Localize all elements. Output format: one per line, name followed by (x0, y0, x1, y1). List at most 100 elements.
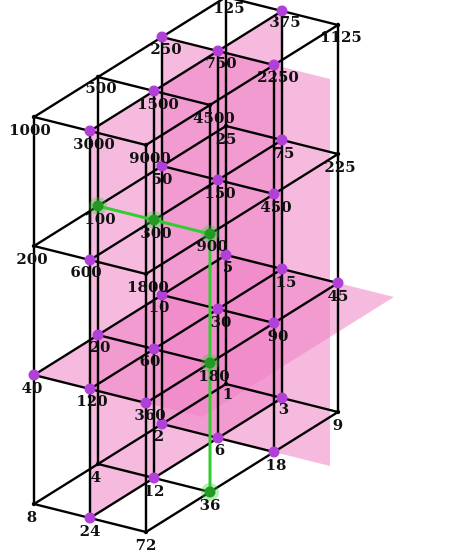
lattice-edge (216, 436, 276, 454)
lattice-edge (208, 450, 276, 494)
vertex-360 (140, 397, 152, 409)
vertex-40 (28, 369, 40, 381)
lattice-edge (32, 462, 100, 506)
vertex-label-250: 250 (150, 40, 181, 58)
path-vertex-100 (92, 200, 104, 212)
vertex-label-3: 3 (279, 400, 289, 418)
lattice-edge (96, 462, 156, 480)
vertex-label-5: 5 (223, 258, 233, 276)
vertex-9 (335, 409, 341, 415)
vertex-3000 (84, 125, 96, 137)
lattice-edge (224, 124, 284, 142)
vertex-labels: 1248361224918367251020401530601204590180… (9, 0, 362, 552)
vertex-label-20: 20 (90, 338, 111, 356)
vertex-45 (332, 277, 344, 289)
path-vertex-300 (148, 214, 160, 226)
vertex-20 (92, 329, 104, 341)
vertex-label-225: 225 (324, 158, 355, 176)
vertex-2 (156, 418, 168, 430)
lattice-edge (272, 281, 340, 325)
vertex-label-60: 60 (140, 352, 161, 370)
lattice-edge (160, 164, 220, 182)
lattice-edge (208, 192, 276, 236)
lattice-edge (160, 0, 224, 39)
lattice-edge (152, 178, 220, 222)
vertex-30 (212, 303, 224, 315)
lattice-edge (152, 307, 220, 351)
vertex-label-180: 180 (198, 367, 229, 385)
vertex-75 (276, 134, 288, 146)
lattice-edge (32, 373, 92, 391)
lattice-edge (160, 124, 228, 168)
lattice-edge (88, 387, 148, 405)
lattice-edge (280, 267, 340, 285)
vertex-1000 (31, 114, 37, 120)
vertex-label-1800: 1800 (127, 278, 169, 296)
vertex-8 (31, 501, 37, 507)
vertex-450 (268, 188, 280, 200)
lattice-edge (96, 164, 164, 208)
lattice-edge (88, 258, 148, 276)
plane-c1 (162, 37, 330, 466)
vertex-750 (212, 45, 224, 57)
vertex-4500 (207, 102, 213, 108)
vertex-label-125: 125 (213, 0, 244, 17)
vertex-label-25: 25 (216, 130, 237, 148)
lattice-edge (152, 89, 212, 107)
lattice-edge (280, 396, 340, 414)
vertex-label-4: 4 (91, 468, 101, 486)
vertex-label-2: 2 (154, 427, 164, 445)
vertex-12 (148, 472, 160, 484)
vertex-label-3000: 3000 (73, 135, 115, 153)
lattice-edge (88, 347, 156, 391)
vertex-24 (84, 512, 96, 524)
lattice-edge (160, 253, 228, 297)
vertex-label-4500: 4500 (193, 109, 235, 127)
vertex-label-900: 900 (196, 237, 227, 255)
vertex-label-9: 9 (333, 416, 343, 434)
vertex-label-1500: 1500 (137, 95, 179, 113)
vertex-label-100: 100 (84, 210, 115, 228)
vertex-label-750: 750 (205, 54, 236, 72)
vertex-label-500: 500 (85, 79, 116, 97)
vertex-375 (276, 5, 288, 17)
vertex-label-360: 360 (134, 406, 165, 424)
vertex-label-8: 8 (27, 508, 37, 526)
vertex-2250 (268, 59, 280, 71)
vertex-1125 (335, 22, 341, 28)
vertex-60 (148, 343, 160, 355)
lattice-vertices (28, 5, 344, 535)
vertex-label-10: 10 (149, 298, 170, 316)
vertex-label-18: 18 (266, 456, 287, 474)
lattice-edge (216, 138, 284, 182)
vertex-4 (95, 461, 101, 467)
vertex-label-30: 30 (211, 313, 232, 331)
vertex-6 (212, 432, 224, 444)
vertex-label-200: 200 (16, 250, 47, 268)
lattice-edge (216, 267, 284, 311)
lattice-edge (152, 49, 220, 93)
lattice-edge (32, 75, 100, 119)
vertex-label-40: 40 (22, 379, 43, 397)
vertex-3 (276, 392, 288, 404)
lattice-edge (96, 35, 164, 79)
vertex-18 (268, 446, 280, 458)
lattice-edge (216, 49, 276, 67)
lattice-edge (96, 293, 164, 337)
vertex-150 (212, 174, 224, 186)
vertex-label-90: 90 (268, 327, 289, 345)
lattice-edge (88, 516, 148, 534)
lattice-edge (88, 218, 156, 262)
vertex-label-600: 600 (70, 263, 101, 281)
vertex-label-1: 1 (223, 385, 233, 403)
vertex-72 (143, 529, 149, 535)
lattice-edge (280, 138, 340, 156)
lattice-edge (32, 204, 100, 248)
lattice-edge (152, 476, 212, 494)
lattice-edge (208, 63, 276, 107)
lattice-edge (216, 178, 276, 196)
lattice-edge (233, 0, 284, 13)
lattice-edge (216, 396, 284, 440)
lattice-edge (152, 436, 220, 480)
